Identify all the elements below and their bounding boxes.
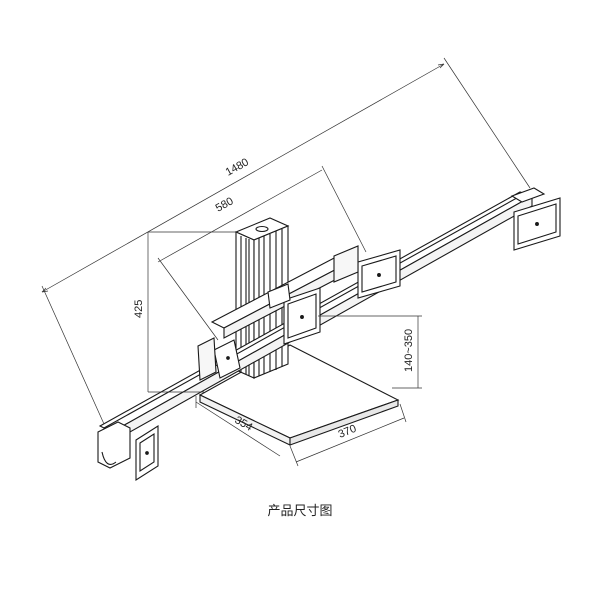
dim-label-1480: 1480 bbox=[224, 156, 251, 178]
vesa-plate-right bbox=[510, 187, 561, 251]
vesa-plate-left bbox=[135, 424, 159, 482]
vesa-plate-center bbox=[267, 283, 321, 345]
dim-label-425: 425 bbox=[133, 300, 145, 318]
dim-label-140-350: 140~350 bbox=[403, 329, 415, 372]
dimension-lines bbox=[41, 57, 531, 467]
left-arm-end bbox=[97, 421, 131, 469]
dim-label-580: 580 bbox=[214, 195, 236, 214]
vesa-plate-inner-left bbox=[197, 337, 241, 381]
drawing-caption: 产品尺寸图 bbox=[267, 504, 333, 519]
vesa-plate-mid-right bbox=[333, 245, 401, 299]
